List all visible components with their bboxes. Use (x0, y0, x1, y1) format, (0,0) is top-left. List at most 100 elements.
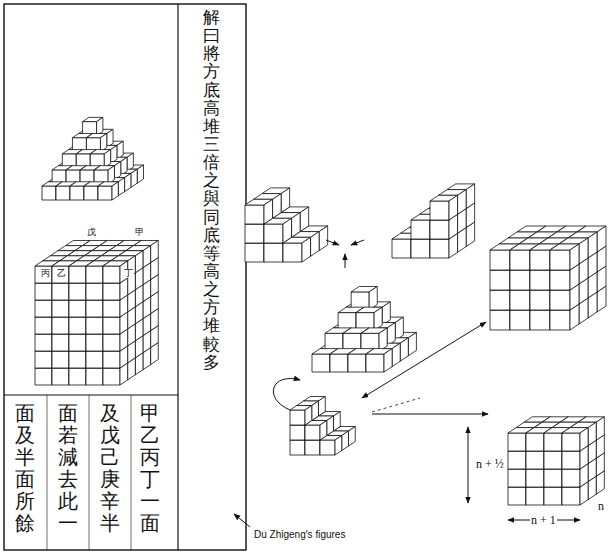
arrow (345, 254, 346, 268)
cube-face (562, 487, 580, 505)
cube-face (530, 290, 550, 310)
cube-face (69, 351, 86, 368)
cube-face (103, 300, 120, 317)
text-panel-frame (4, 4, 246, 550)
cube-face (245, 205, 264, 224)
cube-face (300, 207, 309, 232)
cube-face (52, 368, 69, 385)
cube-face (35, 300, 52, 317)
cube-face (544, 451, 562, 469)
cube-face (69, 334, 86, 351)
cube-face (290, 410, 305, 425)
arrow (234, 514, 250, 527)
cube-face (35, 368, 52, 385)
pyramid-figure (42, 117, 144, 200)
cube-face (127, 153, 133, 171)
cube-face (349, 427, 356, 447)
stair-piece (245, 188, 328, 262)
cube-face (550, 250, 570, 270)
cube-face (374, 307, 382, 330)
cube-face (117, 141, 123, 159)
cube-face (35, 351, 52, 368)
cube-face (264, 199, 273, 224)
figure-mark: 戊 (86, 228, 97, 237)
cube-face (281, 188, 290, 213)
cube-face (70, 186, 84, 200)
panel-border (4, 4, 246, 550)
cube-face (588, 232, 597, 258)
cube-face (320, 440, 335, 455)
cube-face (562, 451, 580, 469)
cube-face (273, 194, 282, 219)
cube-face (588, 422, 596, 445)
cube-face (264, 243, 283, 262)
cube-face (86, 351, 103, 368)
cube-face (597, 226, 606, 252)
cube-face (508, 433, 526, 451)
pyramid-figure (312, 287, 416, 373)
figure-mark: 乙 (56, 269, 67, 278)
cube-face (56, 186, 70, 200)
cube-face (69, 300, 86, 317)
cube-face (392, 239, 411, 258)
cube-face (526, 487, 544, 505)
cube-face (580, 428, 588, 451)
cube-face (490, 250, 510, 270)
cube-face (151, 241, 159, 263)
cube-face (490, 270, 510, 290)
column-rule (131, 395, 132, 550)
cube-face (52, 266, 69, 283)
cube-face (302, 237, 311, 262)
cube-face (430, 201, 449, 220)
cube-face (69, 368, 86, 385)
cube-face (52, 283, 69, 300)
cube-face (84, 186, 98, 200)
cube-face (290, 425, 305, 440)
cube-face (369, 287, 377, 310)
cube-face (387, 323, 395, 346)
cube-face (411, 239, 430, 258)
cube-face (330, 354, 348, 372)
column-rule (177, 4, 178, 550)
cube-face (292, 213, 301, 238)
cube-face (69, 317, 86, 334)
figure-mark: 甲 (134, 228, 145, 237)
cube-face (86, 317, 103, 334)
curved-arrow (273, 378, 300, 410)
cube-face (430, 239, 449, 258)
cube-face (544, 487, 562, 505)
cube-face (290, 440, 305, 455)
cube-face (283, 218, 292, 243)
cube-face (570, 244, 579, 270)
cube-face (327, 416, 334, 436)
cube-face (69, 283, 86, 300)
cube-face (562, 469, 580, 487)
cube-face (305, 406, 312, 426)
cube-face (449, 195, 458, 220)
row-rule (4, 394, 178, 395)
cube-face (98, 186, 112, 200)
axis-line (372, 398, 420, 412)
cube-face (530, 250, 550, 270)
cube-face (52, 317, 69, 334)
cube-face (319, 397, 326, 417)
cube-face (366, 354, 384, 372)
cube-face (42, 186, 56, 200)
cube-face (530, 310, 550, 330)
cube-face (86, 334, 103, 351)
cube-face (305, 425, 320, 440)
arrow (372, 414, 488, 415)
cube-face (544, 433, 562, 451)
arrow (362, 322, 486, 398)
dimension-label: n (597, 500, 605, 512)
cube-face (526, 469, 544, 487)
cube-face (52, 300, 69, 317)
cube-face (137, 165, 143, 183)
cube-face (508, 487, 526, 505)
column-rule (47, 395, 48, 550)
cube-face (335, 436, 342, 456)
arrow (326, 240, 339, 245)
cube-face (466, 184, 475, 209)
cube-face (125, 173, 131, 191)
